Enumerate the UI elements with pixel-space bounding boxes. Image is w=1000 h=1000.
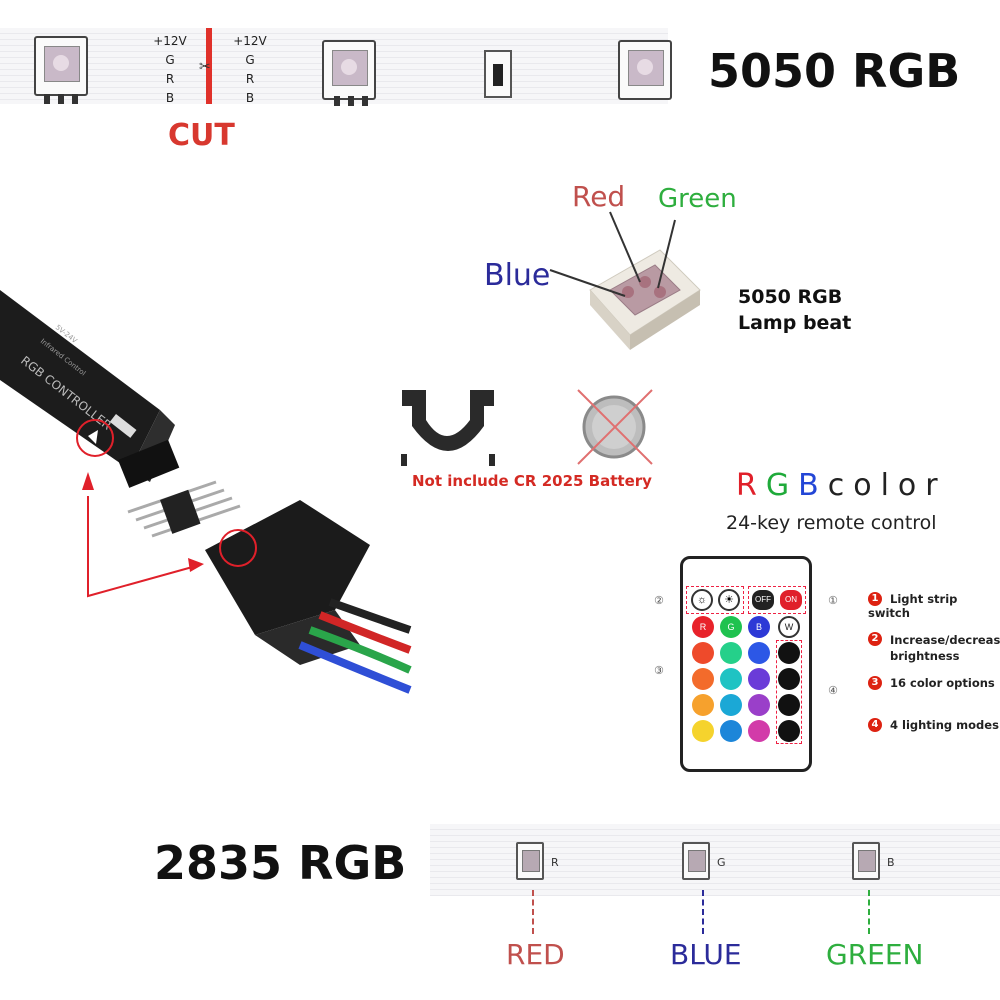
cut-line [206,28,212,104]
lamp-chip-illustration [549,211,701,350]
battery-crossed-icon [577,389,653,465]
battery-note: Not include CR 2025 Battery [412,472,652,490]
mode-box [776,640,802,744]
callout-1: ① [828,594,838,607]
mode-button[interactable] [778,668,800,690]
lamp-caption: 5050 RGB Lamp beat [738,286,852,334]
led-5050-3 [618,40,672,100]
red-dashed-line [532,890,534,934]
callout-2: ② [654,594,664,607]
color-button[interactable] [692,720,714,742]
rgb-controller-illustration: RGB CONTROLLER Infrared Control 5V-24V [0,290,412,694]
color-button-g[interactable]: G [720,616,742,638]
color-button[interactable] [720,642,742,664]
color-button[interactable] [720,694,742,716]
brightness-box [686,586,744,614]
mode-button[interactable] [778,720,800,742]
cut-label: CUT [168,118,235,153]
pin-label-g: G [717,856,726,869]
strip-2835-title: 2835 RGB [154,836,407,890]
color-button[interactable] [748,720,770,742]
pin-labels-left: +12V G R B [153,34,187,105]
callout-3: ③ [654,664,664,677]
scissors-icon: ✂ [199,58,211,74]
mode-button[interactable] [778,694,800,716]
color-button[interactable] [720,668,742,690]
blue-label: BLUE [670,938,742,971]
color-button[interactable] [692,668,714,690]
strip-5050-title: 5050 RGB [708,44,961,98]
led-2835-b [852,842,880,880]
pin-label-b: B [887,856,895,869]
color-button[interactable] [692,694,714,716]
power-box [748,586,806,614]
led-5050-2 [322,40,376,100]
blue-dashed-line [702,890,704,934]
red-label: RED [506,938,565,971]
lamp-red-label: Red [572,180,626,213]
strip-2835 [430,824,1000,896]
mode-button[interactable] [778,642,800,664]
led-5050-1 [34,36,88,96]
remote-subtitle: 24-key remote control [726,512,937,534]
off-button[interactable]: OFF [752,590,774,610]
brightness-down-button[interactable]: ☀ [718,589,740,611]
led-2835-r [516,842,544,880]
lamp-blue-label: Blue [484,258,551,293]
color-button-w[interactable]: W [778,616,800,638]
lamp-green-label: Green [658,184,737,214]
color-button[interactable] [748,694,770,716]
brightness-up-button[interactable]: ☼ [691,589,713,611]
color-button[interactable] [692,642,714,664]
remote-title: RGBcolor [736,468,947,503]
pin-labels-right: +12V G R B [233,34,267,105]
color-button-b[interactable]: B [748,616,770,638]
led-2835-g [682,842,710,880]
color-button[interactable] [748,668,770,690]
color-button-r[interactable]: R [692,616,714,638]
color-button[interactable] [720,720,742,742]
resistor [484,50,512,98]
callout-4: ④ [828,684,838,697]
mounting-clip-icon [401,390,495,466]
green-dashed-line [868,890,870,934]
on-button[interactable]: ON [780,590,802,610]
pin-label-r: R [551,856,559,869]
color-button[interactable] [748,642,770,664]
green-label: GREEN [826,938,924,971]
